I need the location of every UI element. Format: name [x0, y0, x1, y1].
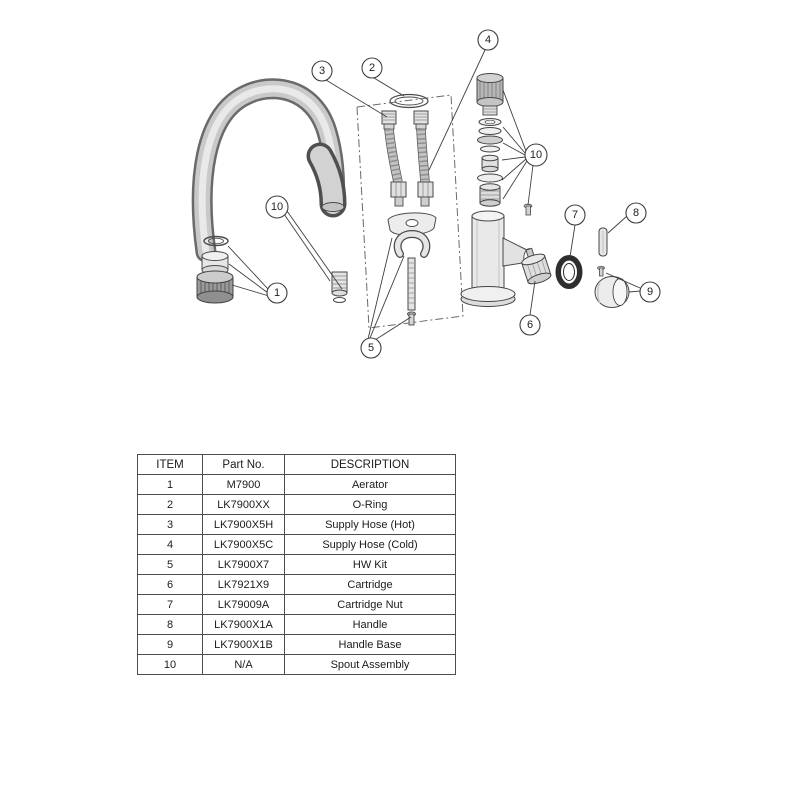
- cell-part-no: LK79009A: [202, 594, 285, 615]
- cell-item: 6: [137, 574, 203, 595]
- table-row: 7 LK79009A Cartridge Nut: [137, 594, 456, 615]
- cell-description: Handle Base: [284, 634, 456, 655]
- cell-item: 5: [137, 554, 203, 575]
- cell-description: Spout Assembly: [284, 654, 456, 675]
- cell-description: Handle: [284, 614, 456, 635]
- cell-item: 4: [137, 534, 203, 555]
- callout-7-label: 7: [572, 209, 578, 221]
- cell-description: Aerator: [284, 474, 456, 495]
- aerator-parts: [196, 235, 234, 304]
- cartridge: [521, 247, 552, 285]
- callout-3-label: 3: [319, 65, 325, 77]
- table-header-row: ITEM Part No. DESCRIPTION: [137, 454, 456, 475]
- spout-body-internals: [476, 73, 533, 216]
- cell-part-no: M7900: [202, 474, 285, 495]
- cell-part-no: LK7900X5H: [202, 514, 285, 535]
- callout-9: 9: [639, 281, 661, 303]
- cell-item: 9: [137, 634, 203, 655]
- callout-9-label: 9: [647, 286, 653, 298]
- supply-hose-cold: [413, 110, 434, 207]
- callout-10-left-label: 10: [271, 201, 283, 213]
- cell-part-no: N/A: [202, 654, 285, 675]
- col-header-part-no: Part No.: [202, 454, 285, 475]
- callout-2-label: 2: [369, 62, 375, 74]
- spout-curve: [191, 78, 347, 263]
- callout-8: 8: [625, 202, 647, 224]
- leader-lines: [227, 49, 641, 341]
- table-row: 5 LK7900X7 HW Kit: [137, 554, 456, 575]
- col-header-description: DESCRIPTION: [284, 454, 456, 475]
- callout-3: 3: [311, 60, 333, 82]
- table-row: 8 LK7900X1A Handle: [137, 614, 456, 635]
- cell-description: HW Kit: [284, 554, 456, 575]
- table-row: 6 LK7921X9 Cartridge: [137, 574, 456, 595]
- table-row: 4 LK7900X5C Supply Hose (Cold): [137, 534, 456, 555]
- cell-part-no: LK7900X5C: [202, 534, 285, 555]
- callout-6-label: 6: [527, 319, 533, 331]
- o-ring: [389, 93, 429, 109]
- callout-1: 1: [266, 282, 288, 304]
- cell-item: 7: [137, 594, 203, 615]
- dashed-boundary: [356, 94, 464, 329]
- spout-tailpiece: [331, 271, 348, 303]
- cell-part-no: LK7900X1B: [202, 634, 285, 655]
- table-row: 3 LK7900X5H Supply Hose (Hot): [137, 514, 456, 535]
- handle-base: [594, 265, 630, 308]
- col-header-item: ITEM: [137, 454, 203, 475]
- hardware-kit: [387, 212, 437, 326]
- handle-pin: [598, 227, 608, 257]
- cartridge-nut: [555, 255, 583, 289]
- callout-10-right-label: 10: [530, 149, 542, 161]
- callout-6: 6: [519, 314, 541, 336]
- callout-10-left: 10: [265, 195, 289, 219]
- table-row: 10 N/A Spout Assembly: [137, 654, 456, 675]
- cell-item: 8: [137, 614, 203, 635]
- supply-hose-hot: [381, 110, 407, 207]
- cell-part-no: LK7900X1A: [202, 614, 285, 635]
- callout-4-label: 4: [485, 34, 491, 46]
- table-row: 9 LK7900X1B Handle Base: [137, 634, 456, 655]
- callout-4: 4: [477, 29, 499, 51]
- cell-part-no: LK7900X7: [202, 554, 285, 575]
- cell-item: 10: [137, 654, 203, 675]
- callout-5: 5: [360, 337, 382, 359]
- cell-description: Cartridge Nut: [284, 594, 456, 615]
- cell-description: Supply Hose (Cold): [284, 534, 456, 555]
- exploded-parts-diagram: 3 2 4 10 10 7 8 1: [191, 29, 661, 359]
- cell-description: Supply Hose (Hot): [284, 514, 456, 535]
- cell-description: O-Ring: [284, 494, 456, 515]
- parts-table: ITEM Part No. DESCRIPTION 1 M7900 Aerato…: [137, 454, 456, 675]
- cell-item: 1: [137, 474, 203, 495]
- callout-1-label: 1: [274, 287, 280, 299]
- callout-8-label: 8: [633, 207, 639, 219]
- cell-description: Cartridge: [284, 574, 456, 595]
- table-row: 2 LK7900XX O-Ring: [137, 494, 456, 515]
- callout-5-label: 5: [368, 342, 374, 354]
- table-row: 1 M7900 Aerator: [137, 474, 456, 495]
- cell-item: 2: [137, 494, 203, 515]
- callout-2: 2: [361, 57, 383, 79]
- cell-part-no: LK7900XX: [202, 494, 285, 515]
- cell-part-no: LK7921X9: [202, 574, 285, 595]
- callout-10-right: 10: [524, 143, 548, 167]
- cell-item: 3: [137, 514, 203, 535]
- spout-body: [460, 210, 533, 307]
- callout-7: 7: [564, 204, 586, 226]
